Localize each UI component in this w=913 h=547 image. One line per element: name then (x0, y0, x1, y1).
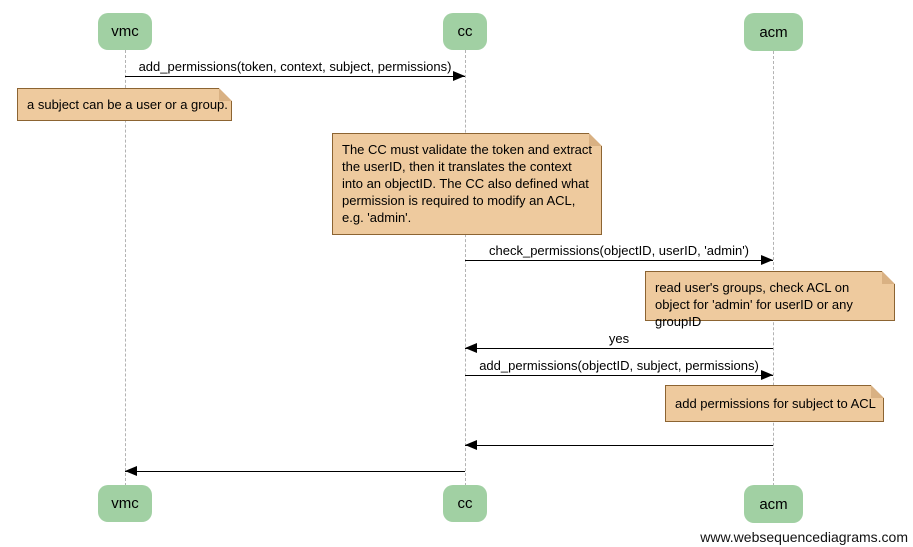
arrowhead-left-icon (465, 343, 477, 353)
actor-cc-bottom: cc (443, 485, 487, 522)
note-subject-definition: a subject can be a user or a group. (17, 88, 232, 121)
actor-acm-bottom: acm (744, 485, 803, 523)
arrowhead-left-icon (465, 440, 477, 450)
message-5-line (465, 445, 773, 446)
lifeline-cc (465, 50, 466, 486)
actor-vmc-label: vmc (111, 495, 139, 512)
actor-acm-label: acm (759, 495, 788, 513)
actor-vmc-top: vmc (98, 13, 152, 50)
message-3-line (465, 348, 773, 349)
note-text: add permissions for subject to ACL (675, 396, 876, 411)
actor-acm-top: acm (744, 13, 803, 51)
message-3-label: yes (608, 331, 630, 346)
note-read-groups: read user's groups, check ACL on object … (645, 271, 895, 329)
message-2-line (465, 260, 773, 261)
note-text: a subject can be a user or a group. (27, 97, 228, 112)
arrowhead-right-icon (453, 71, 465, 81)
lifeline-vmc (125, 50, 126, 486)
message-4-label: add_permissions(objectID, subject, permi… (479, 358, 759, 373)
message-1-line (125, 76, 465, 77)
message-4-line (465, 375, 773, 376)
actor-cc-label: cc (457, 23, 473, 40)
actor-vmc-bottom: vmc (98, 485, 152, 522)
note-cc-validation: The CC must validate the token and extra… (332, 133, 602, 235)
watermark: www.websequencediagrams.com (700, 529, 908, 545)
actor-cc-label: cc (457, 495, 473, 512)
note-add-permissions: add permissions for subject to ACL (665, 385, 884, 422)
arrowhead-left-icon (125, 466, 137, 476)
message-6-line (125, 471, 465, 472)
arrowhead-right-icon (761, 255, 773, 265)
note-text: The CC must validate the token and extra… (342, 142, 593, 225)
note-text: read user's groups, check ACL on object … (655, 280, 853, 329)
actor-cc-top: cc (443, 13, 487, 50)
actor-vmc-label: vmc (111, 23, 139, 40)
arrowhead-right-icon (761, 370, 773, 380)
lifeline-acm (773, 51, 774, 486)
message-2-label: check_permissions(objectID, userID, 'adm… (489, 243, 749, 258)
message-1-label: add_permissions(token, context, subject,… (138, 59, 452, 74)
actor-acm-label: acm (759, 23, 788, 41)
